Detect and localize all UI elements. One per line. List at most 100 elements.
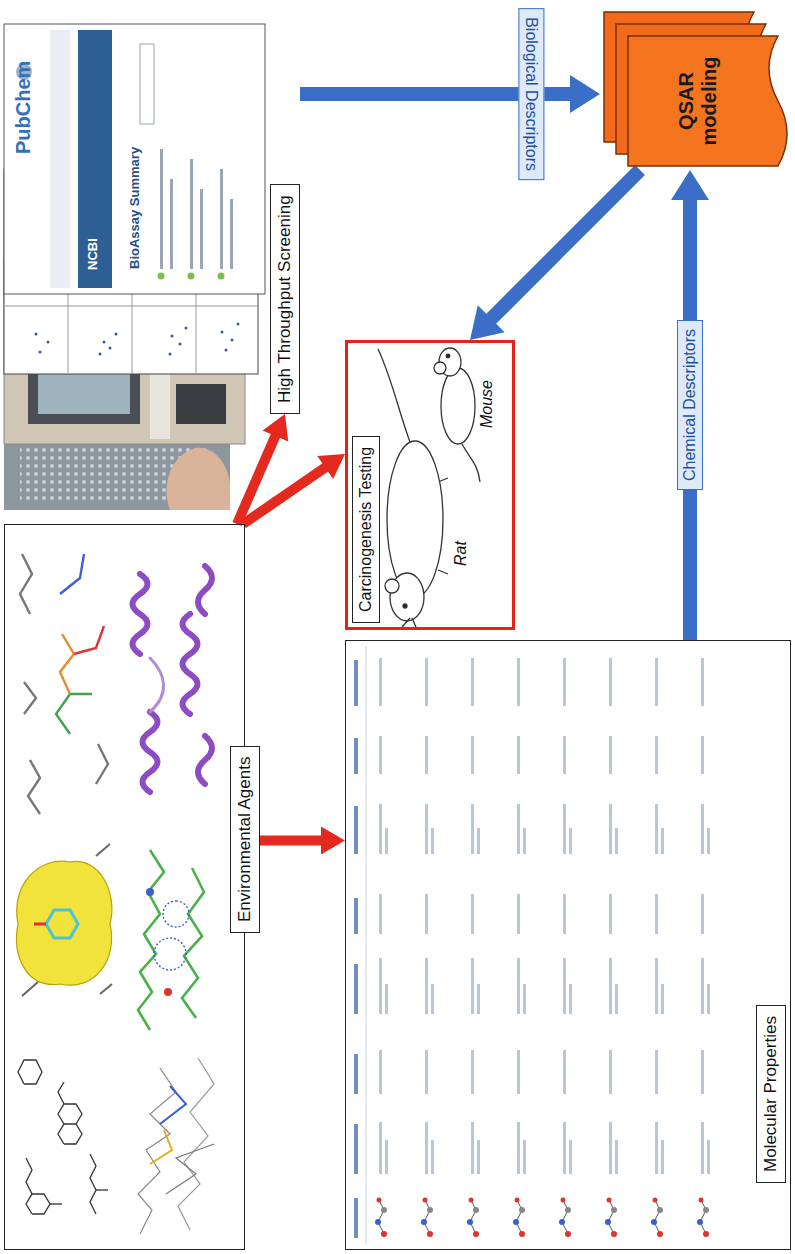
panel-title: Environmental Agents [230,746,260,933]
flow-arrow [259,827,345,855]
molecule-sketches [18,1060,42,1084]
binding-pocket [22,982,38,996]
protein-ribbon [133,574,148,654]
plot-panel [35,333,38,336]
protein-wire [138,1058,214,1234]
protein-wire [138,1068,176,1234]
residue-sticks [20,554,32,614]
protein-wire [160,1086,186,1124]
property-table [651,658,664,1237]
database-screenshot [218,273,225,280]
property-table [421,658,434,1237]
molecule-sketches [18,1060,108,1214]
residue-sticks [56,694,92,734]
binding-pocket [34,923,46,926]
database-screenshot [200,189,203,269]
protein-wire [178,1058,214,1230]
molecule-sketches [90,1154,96,1214]
database-screenshot [78,30,112,288]
animal-label: Mouse [478,380,496,428]
database-screenshot [4,24,265,294]
flow-arrow [243,454,345,524]
arrow-head [317,454,345,479]
plot-panel [39,351,42,354]
molecule-sketches [58,1124,82,1144]
property-table [354,1198,358,1238]
database-screenshot [220,169,223,269]
image-panel: Environmental Agents [4,524,245,1250]
arrow-head [321,827,345,855]
mouse-drawing [441,368,475,444]
property-table [605,658,618,1237]
residue-sticks [60,634,74,694]
property-table [354,660,358,706]
binding-pocket [17,861,112,985]
plot-panel [237,323,240,326]
plot-panel [185,327,188,330]
residue-sticks [24,682,36,714]
residue-sticks [74,626,104,654]
protein-ribbon [183,614,198,714]
database-screenshot [190,159,193,269]
plot-panel [47,341,50,344]
molecule-sketches [96,1189,108,1190]
plot-panel [115,333,118,336]
rat-drawing [378,349,448,627]
box-title: Carcinogenesis Testing [352,436,380,623]
database-screenshot [50,30,70,288]
database-screenshot [188,273,195,280]
residue-sticks [20,554,108,814]
property-table [354,738,358,774]
protein-ribbon [143,712,158,792]
plot-panel [4,306,258,307]
molecule-sketches [58,1104,82,1124]
database-screenshot [158,273,165,280]
rat-drawing [438,570,448,574]
property-table [513,658,526,1237]
property-table [559,658,572,1237]
molecule-sketches [50,1203,62,1204]
flow-arrow [300,75,600,113]
rat-drawing [378,349,410,442]
ligand-sticks [138,850,164,1030]
rat-drawing [387,441,443,597]
rat-drawing [402,618,410,627]
binding-pocket [17,844,112,996]
property-table [697,658,710,1237]
screenshot-text: BioAssay Summary [128,147,143,269]
ligand-sticks [146,888,154,896]
property-table [354,646,710,1244]
arrow-label: Chemical Descriptors [677,320,703,490]
residue-sticks [28,760,40,814]
plot-panel [35,323,240,356]
protein-wire [166,1144,214,1194]
protein-wire [150,1130,172,1164]
rat-drawing [412,618,416,627]
arrow-head [470,305,505,340]
binding-pocket [96,844,110,856]
property-table [366,646,367,1244]
plot-panel [179,343,182,346]
model-stack: QSAR modeling [600,8,788,170]
flow-arrow [470,170,640,340]
panel-title: Molecular Properties [756,1005,786,1183]
property-table [375,658,388,1237]
property-table [354,1054,358,1094]
plate-photo [166,448,230,510]
protein-ribbon [198,566,212,614]
page-sheet [628,36,787,166]
rat-drawing [385,579,399,593]
mouse-drawing [434,362,446,374]
flow-arrow [671,170,709,640]
plot-panel [103,341,106,344]
database-screenshot [4,24,265,294]
animal-label: Rat [452,541,470,566]
property-table [354,898,358,934]
arrow-head [263,414,289,442]
residue-sticks [96,744,108,784]
property-table [354,964,358,1014]
ligand-sticks [154,938,186,970]
panel-title: High Throughput Screening [270,184,300,414]
